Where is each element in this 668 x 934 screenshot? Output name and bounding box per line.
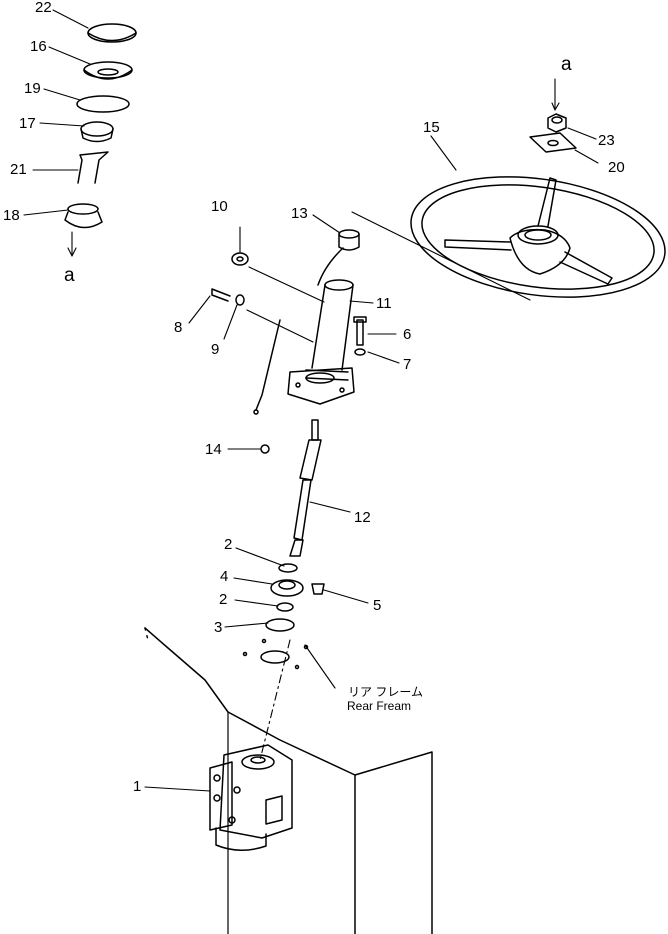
shaft-assembly [260,419,322,557]
rear-frame [144,627,433,934]
callout-5: 5 [373,597,382,614]
nut-and-plate [529,113,577,153]
horn-cap-stack [64,23,137,229]
column-assembly [287,279,355,405]
callout-12: 12 [354,509,371,526]
callout-21: 21 [10,161,27,178]
callout-4: 4 [220,568,229,585]
callout-6: 6 [403,326,412,343]
steering-wheel [410,176,666,298]
rear-frame-label-en: Rear Fream [347,699,412,713]
callout-20: 20 [608,159,625,176]
callout-16: 16 [30,38,47,55]
callout-8: 8 [174,319,183,336]
reference-lines [259,211,531,761]
callout-23: 23 [598,132,615,149]
leader-lines [23,9,599,792]
callout-10: 10 [211,198,228,215]
callout-9: 9 [211,341,220,358]
ref-a-left: a [64,265,75,286]
callout-1: 1 [133,778,142,795]
small-parts [211,252,367,356]
callout-7: 7 [403,356,412,373]
rear-frame-label-jp: リア フレーム [348,685,423,699]
mount-holes [242,638,309,670]
callout-19: 19 [24,80,41,97]
ref-a-top: a [561,54,572,75]
callout-22: 22 [35,0,52,16]
callout-18: 18 [3,207,20,224]
callout-17: 17 [19,115,36,132]
callout-2-upper: 2 [224,536,233,553]
callout-14: 14 [205,441,222,458]
callout-13: 13 [291,205,308,222]
callout-3: 3 [214,619,223,636]
bearing-set [265,563,325,632]
callout-2-lower: 2 [219,591,228,608]
callout-15: 15 [423,119,440,136]
bushing-and-harness [253,229,360,415]
callout-11: 11 [376,295,392,312]
steering-valve-unit [209,744,293,851]
